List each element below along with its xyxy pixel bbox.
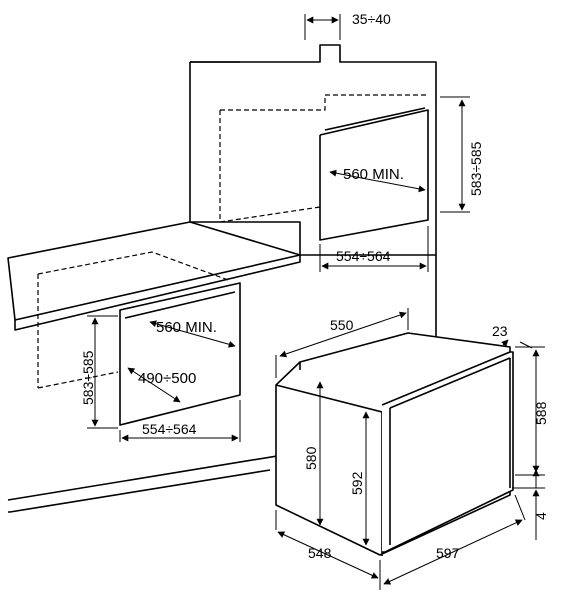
- label-under-height: 583÷585: [80, 350, 96, 405]
- label-oven-body-depth: 548: [308, 545, 332, 561]
- label-column-depth: 560 MIN.: [343, 166, 404, 183]
- column-cabinet: [189, 14, 470, 430]
- label-wall-gap: 35÷40: [352, 11, 391, 27]
- label-oven-front-thickness: 23: [492, 323, 508, 339]
- label-under-inner-depth: 490÷500: [138, 370, 196, 387]
- label-oven-front-height: 588: [533, 401, 549, 425]
- label-column-height: 583÷585: [468, 141, 484, 196]
- label-oven-depth-top: 550: [330, 317, 354, 333]
- label-oven-body-height: 580: [303, 446, 319, 470]
- label-oven-inner-height: 592: [349, 471, 365, 495]
- label-column-width: 554÷564: [336, 248, 391, 264]
- label-under-width: 554÷564: [142, 421, 197, 437]
- label-oven-front-width: 597: [436, 545, 460, 561]
- oven-unit: [275, 308, 545, 590]
- worktop-cabinet: [7, 221, 437, 513]
- label-oven-bottom-gap: 4: [533, 512, 549, 520]
- label-under-depth: 560 MIN.: [156, 319, 217, 336]
